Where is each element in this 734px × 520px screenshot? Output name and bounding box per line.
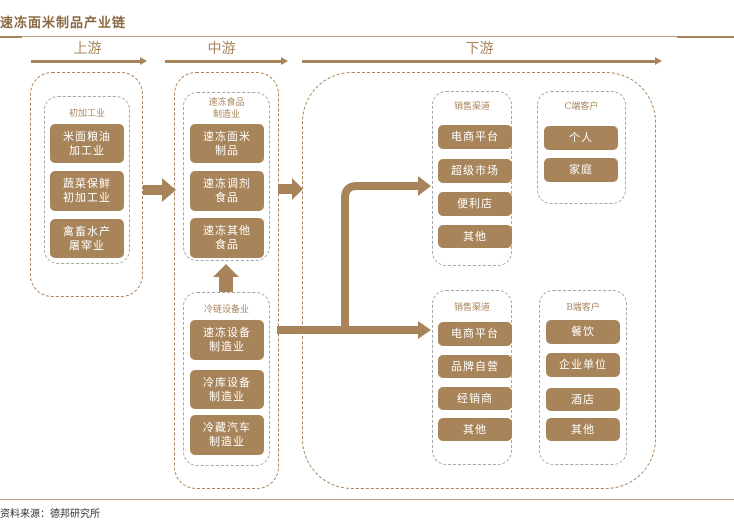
arrow-cold-chain-to-frozen-food [213, 264, 239, 292]
node-convenience-store: 便利店 [438, 192, 512, 216]
node-other-c: 其他 [438, 225, 512, 248]
group-title-primary-processing: 初加工业 [68, 109, 105, 119]
upstream-container [30, 72, 143, 297]
arrow-upstream-to-midstream [143, 178, 176, 202]
stage-label-midstream: 中游 [207, 41, 236, 57]
b-customers-group [539, 290, 627, 465]
node-livestock-slaughter: 禽畜水产 屠宰业 [50, 219, 124, 258]
top-divider-accent-left [0, 36, 22, 38]
node-ecommerce-c: 电商平台 [438, 125, 512, 149]
node-brand-self-operated: 品牌自营 [438, 355, 512, 378]
node-refrigerated-vehicle: 冷藏汽车 制造业 [190, 415, 264, 455]
downstream-container [302, 72, 656, 489]
node-cold-storage-equipment: 冷库设备 制造业 [190, 370, 264, 409]
stage-label-upstream: 上游 [73, 41, 102, 57]
node-frozen-other-food: 速冻其他 食品 [190, 218, 264, 258]
node-freezing-equipment: 速冻设备 制造业 [190, 320, 264, 360]
stage-label-downstream: 下游 [465, 41, 494, 57]
node-frozen-prepared-food: 速冻调剂 食品 [190, 171, 264, 211]
branch-arrow-to-sales-channels [277, 176, 431, 339]
arrow-midstream-to-downstream [278, 178, 303, 200]
primary-processing-group [44, 96, 130, 264]
node-grain-oil-processing: 米面粮油 加工业 [50, 124, 124, 163]
group-title-b-customers: B端客户 [566, 303, 600, 313]
node-hotel: 酒店 [546, 388, 620, 411]
source-note: 资料来源：德邦研究所 [0, 509, 100, 520]
top-divider-accent-right [677, 36, 734, 38]
midstream-container [174, 72, 279, 489]
stage-arrow-midstream [165, 57, 288, 65]
node-distributor: 经销商 [438, 387, 512, 410]
node-other-b-customers: 其他 [546, 418, 620, 441]
bottom-divider [0, 499, 734, 500]
page-title: 速冻面米制品产业链 [0, 16, 127, 31]
node-individual: 个人 [544, 126, 618, 150]
group-title-sales-channel-c: 销售渠道 [453, 102, 490, 112]
stage-arrow-downstream [302, 57, 662, 65]
sales-channel-b-group [432, 290, 512, 465]
node-vegetable-processing: 蔬菜保鲜 初加工业 [50, 171, 124, 211]
stage-arrow-upstream [31, 57, 147, 65]
group-title-sales-channel-b: 销售渠道 [453, 303, 490, 313]
frozen-food-manufacturing-group [183, 92, 270, 261]
node-other-b: 其他 [438, 418, 512, 441]
group-title-frozen-food: 速冻食品 制造业 [208, 98, 245, 120]
c-customers-group [537, 91, 626, 204]
group-title-cold-chain: 冷链设备业 [203, 305, 249, 315]
node-frozen-rice-flour: 速冻面米 制品 [190, 124, 264, 163]
top-divider [0, 36, 734, 37]
node-catering: 餐饮 [546, 320, 620, 344]
node-enterprise-units: 企业单位 [546, 353, 620, 377]
node-household: 家庭 [544, 158, 618, 182]
group-title-c-customers: C端客户 [564, 102, 599, 112]
cold-chain-equipment-group [183, 292, 270, 466]
node-ecommerce-b: 电商平台 [438, 322, 512, 346]
node-supermarket: 超级市场 [438, 159, 512, 183]
